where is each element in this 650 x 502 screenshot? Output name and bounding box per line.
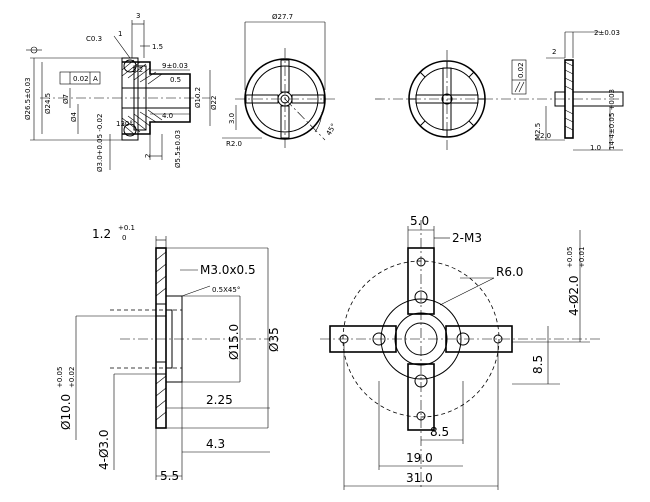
dim-3: 3 — [136, 12, 140, 20]
dim-d5-5: Ø5.5±0.03 — [174, 130, 182, 168]
dim-d10-tol-hi: +0.05 — [56, 367, 64, 388]
dim-2-0: 2.0 — [540, 132, 551, 140]
dim-4-0: 4.0 — [162, 112, 173, 120]
dim-c0-3: C0.3 — [86, 35, 102, 43]
dim-31-0: 31.0 — [406, 471, 433, 485]
top-right-rear-view: 0.02 2±0.03 2 M2.5 2.0 1.0 14-4±0.05 +0.… — [375, 29, 624, 152]
dim-1: 1 — [118, 30, 122, 38]
dim-d10-2: Ø10.2 — [194, 87, 202, 108]
dim-1-5: 1.5 — [152, 43, 163, 51]
bottom-right-front-view: 5.0 2-M3 R6.0 4-Ø2.0 +0.05 +0.01 8.5 8.5… — [320, 214, 600, 490]
dim-1-2-tol-hi: +0.1 — [118, 224, 135, 232]
dim-130: 130° — [116, 120, 133, 128]
hatch-upper — [121, 59, 163, 85]
dim-0-5: 0.5 — [170, 76, 181, 84]
dim-1-2-tol-lo: 0 — [122, 234, 126, 242]
dim-3-2: 3.2 — [132, 66, 143, 74]
dim-holes-4-d3: 4-Ø3.0 — [97, 430, 111, 471]
dim-chamfer: 0.5X45° — [212, 286, 240, 294]
dim-9: 9±0.03 — [162, 62, 188, 70]
dim-d35: Ø35 — [267, 327, 281, 352]
side-teeth — [564, 61, 574, 131]
dim-holes-tol-hi: +0.05 — [566, 247, 574, 268]
dim-5-5: 5.5 — [160, 469, 179, 483]
dim-8-5-vertical: 8.5 — [531, 355, 545, 374]
dim-d10-0: Ø10.0 — [59, 394, 73, 430]
dim-2: 2 — [144, 154, 152, 158]
dim-d10-tol-lo: +0.02 — [68, 367, 76, 388]
dim-d24-5: Ø24.5 — [44, 93, 52, 114]
dim-holes-tol-lo: +0.01 — [578, 247, 586, 268]
dim-45deg: 45° — [325, 122, 338, 137]
dim-r6-0: R6.0 — [496, 265, 523, 279]
dim-2-top: 2±0.03 — [594, 29, 620, 37]
dim-m2-5: M2.5 — [534, 123, 542, 140]
dim-d27-7: Ø27.7 — [272, 13, 293, 21]
dim-19-0: 19.0 — [406, 451, 433, 465]
dim-d7: Ø7 — [62, 94, 70, 104]
flatness-value: 0.02 — [73, 75, 89, 83]
dim-2-m3: 2-M3 — [452, 231, 482, 245]
dim-8-5-horizontal: 8.5 — [430, 425, 449, 439]
dim-r2-0: R2.0 — [226, 140, 242, 148]
dim-m3-0: M3.0x0.5 — [200, 263, 256, 277]
top-mid-front-view: Ø27.7 R2.0 3.0 45° — [222, 13, 338, 150]
hatch-lower — [121, 109, 163, 135]
dim-5-0: 5.0 — [410, 214, 429, 228]
dim-holes-top: 14-4±0.05 +0.03 — [608, 89, 616, 150]
flatness-ref: A — [93, 75, 98, 83]
dim-d22: Ø22 — [210, 96, 218, 110]
dim-d15-0: Ø15.0 — [227, 324, 241, 360]
flatness-frame — [59, 71, 101, 85]
parallel-value: 0.02 — [517, 62, 525, 78]
dim-2-25: 2.25 — [206, 393, 233, 407]
dim-3-0: 3.0 — [228, 113, 236, 124]
dim-d26-5: Ø26.5±0.03 — [24, 77, 32, 120]
parallel-frame — [511, 59, 527, 95]
dim-d4: Ø4 — [70, 111, 78, 122]
top-left-section-view: 0.02 A 3 1 1.5 C0.3 3.2 9±0.03 0.5 Ø26.5… — [24, 12, 218, 172]
dim-holes-4-d2: 4-Ø2.0 — [567, 276, 581, 317]
dim-1-2: 1.2 — [92, 227, 111, 241]
dim-4-3: 4.3 — [206, 437, 225, 451]
flange-hatch — [155, 251, 167, 421]
dim-1-0: 1.0 — [590, 144, 601, 152]
dim-2: 2 — [552, 48, 556, 56]
bottom-left-side-section: 1.2 +0.1 0 M3.0x0.5 0.5X45° Ø15.0 Ø35 2.… — [56, 224, 281, 483]
dim-d3-0: Ø3.0+0.05 -0.02 — [96, 114, 104, 172]
